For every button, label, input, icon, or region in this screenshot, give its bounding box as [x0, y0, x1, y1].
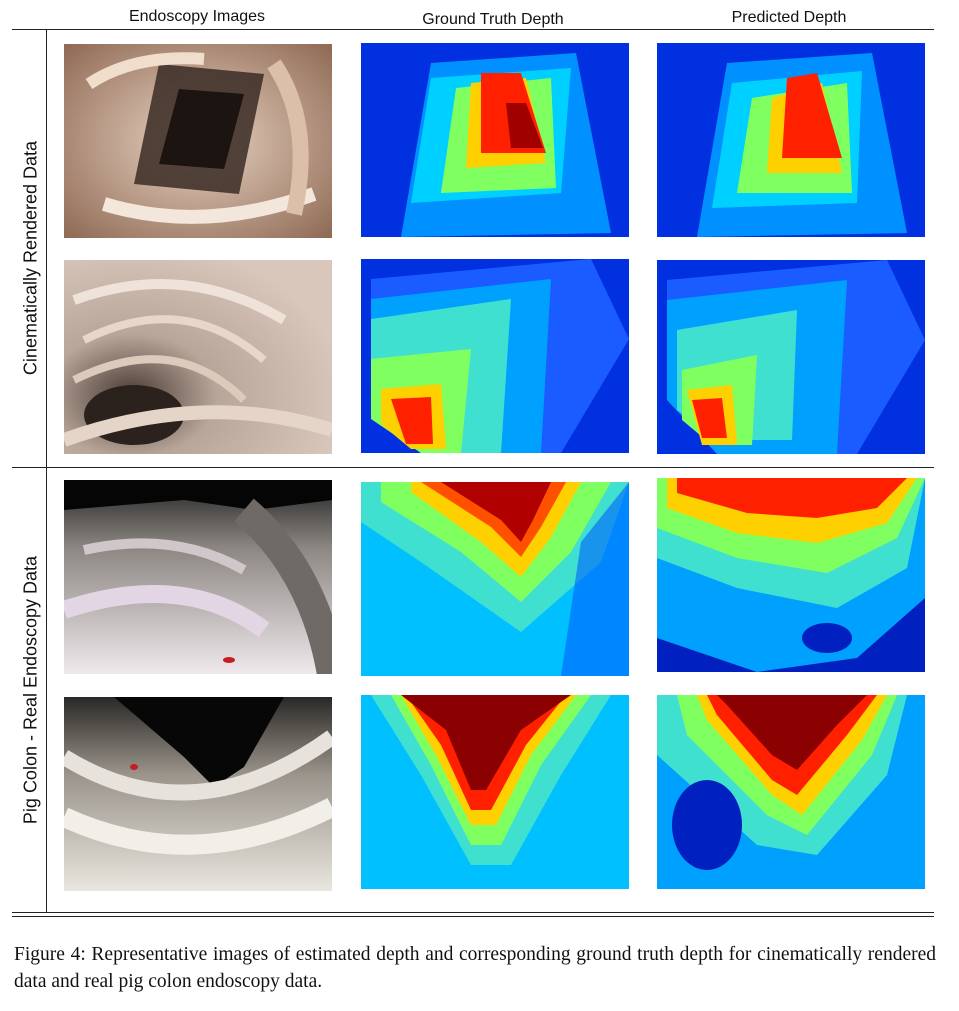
row-label-rendered: Cinematically Rendered Data [20, 140, 41, 376]
panel-rendered-1-ground-truth [361, 43, 629, 237]
panel-rendered-2-ground-truth [361, 259, 629, 453]
panel-rendered-1-endoscopy [64, 44, 332, 238]
panel-real-1-ground-truth [361, 482, 629, 676]
panel-real-1-endoscopy [64, 480, 332, 674]
column-header-endoscopy-images: Endoscopy Images [128, 8, 266, 25]
rule-middle [12, 467, 934, 468]
rule-top [12, 29, 934, 30]
panel-rendered-2-predicted [657, 260, 925, 454]
rule-bottom-1 [12, 912, 934, 913]
panel-real-2-ground-truth [361, 695, 629, 889]
column-header-predicted-depth: Predicted Depth [731, 9, 847, 26]
rule-vertical [46, 29, 47, 913]
row-label-real: Pig Colon - Real Endoscopy Data [20, 555, 41, 825]
panel-real-1-predicted [657, 478, 925, 672]
figure-caption: Figure 4: Representative images of estim… [14, 944, 936, 992]
panel-real-2-predicted [657, 695, 925, 889]
column-header-ground-truth-depth: Ground Truth Depth [422, 11, 564, 28]
panel-real-2-endoscopy [64, 697, 332, 891]
rule-bottom-2 [12, 916, 934, 917]
panel-rendered-2-endoscopy [64, 260, 332, 454]
panel-rendered-1-predicted [657, 43, 925, 237]
